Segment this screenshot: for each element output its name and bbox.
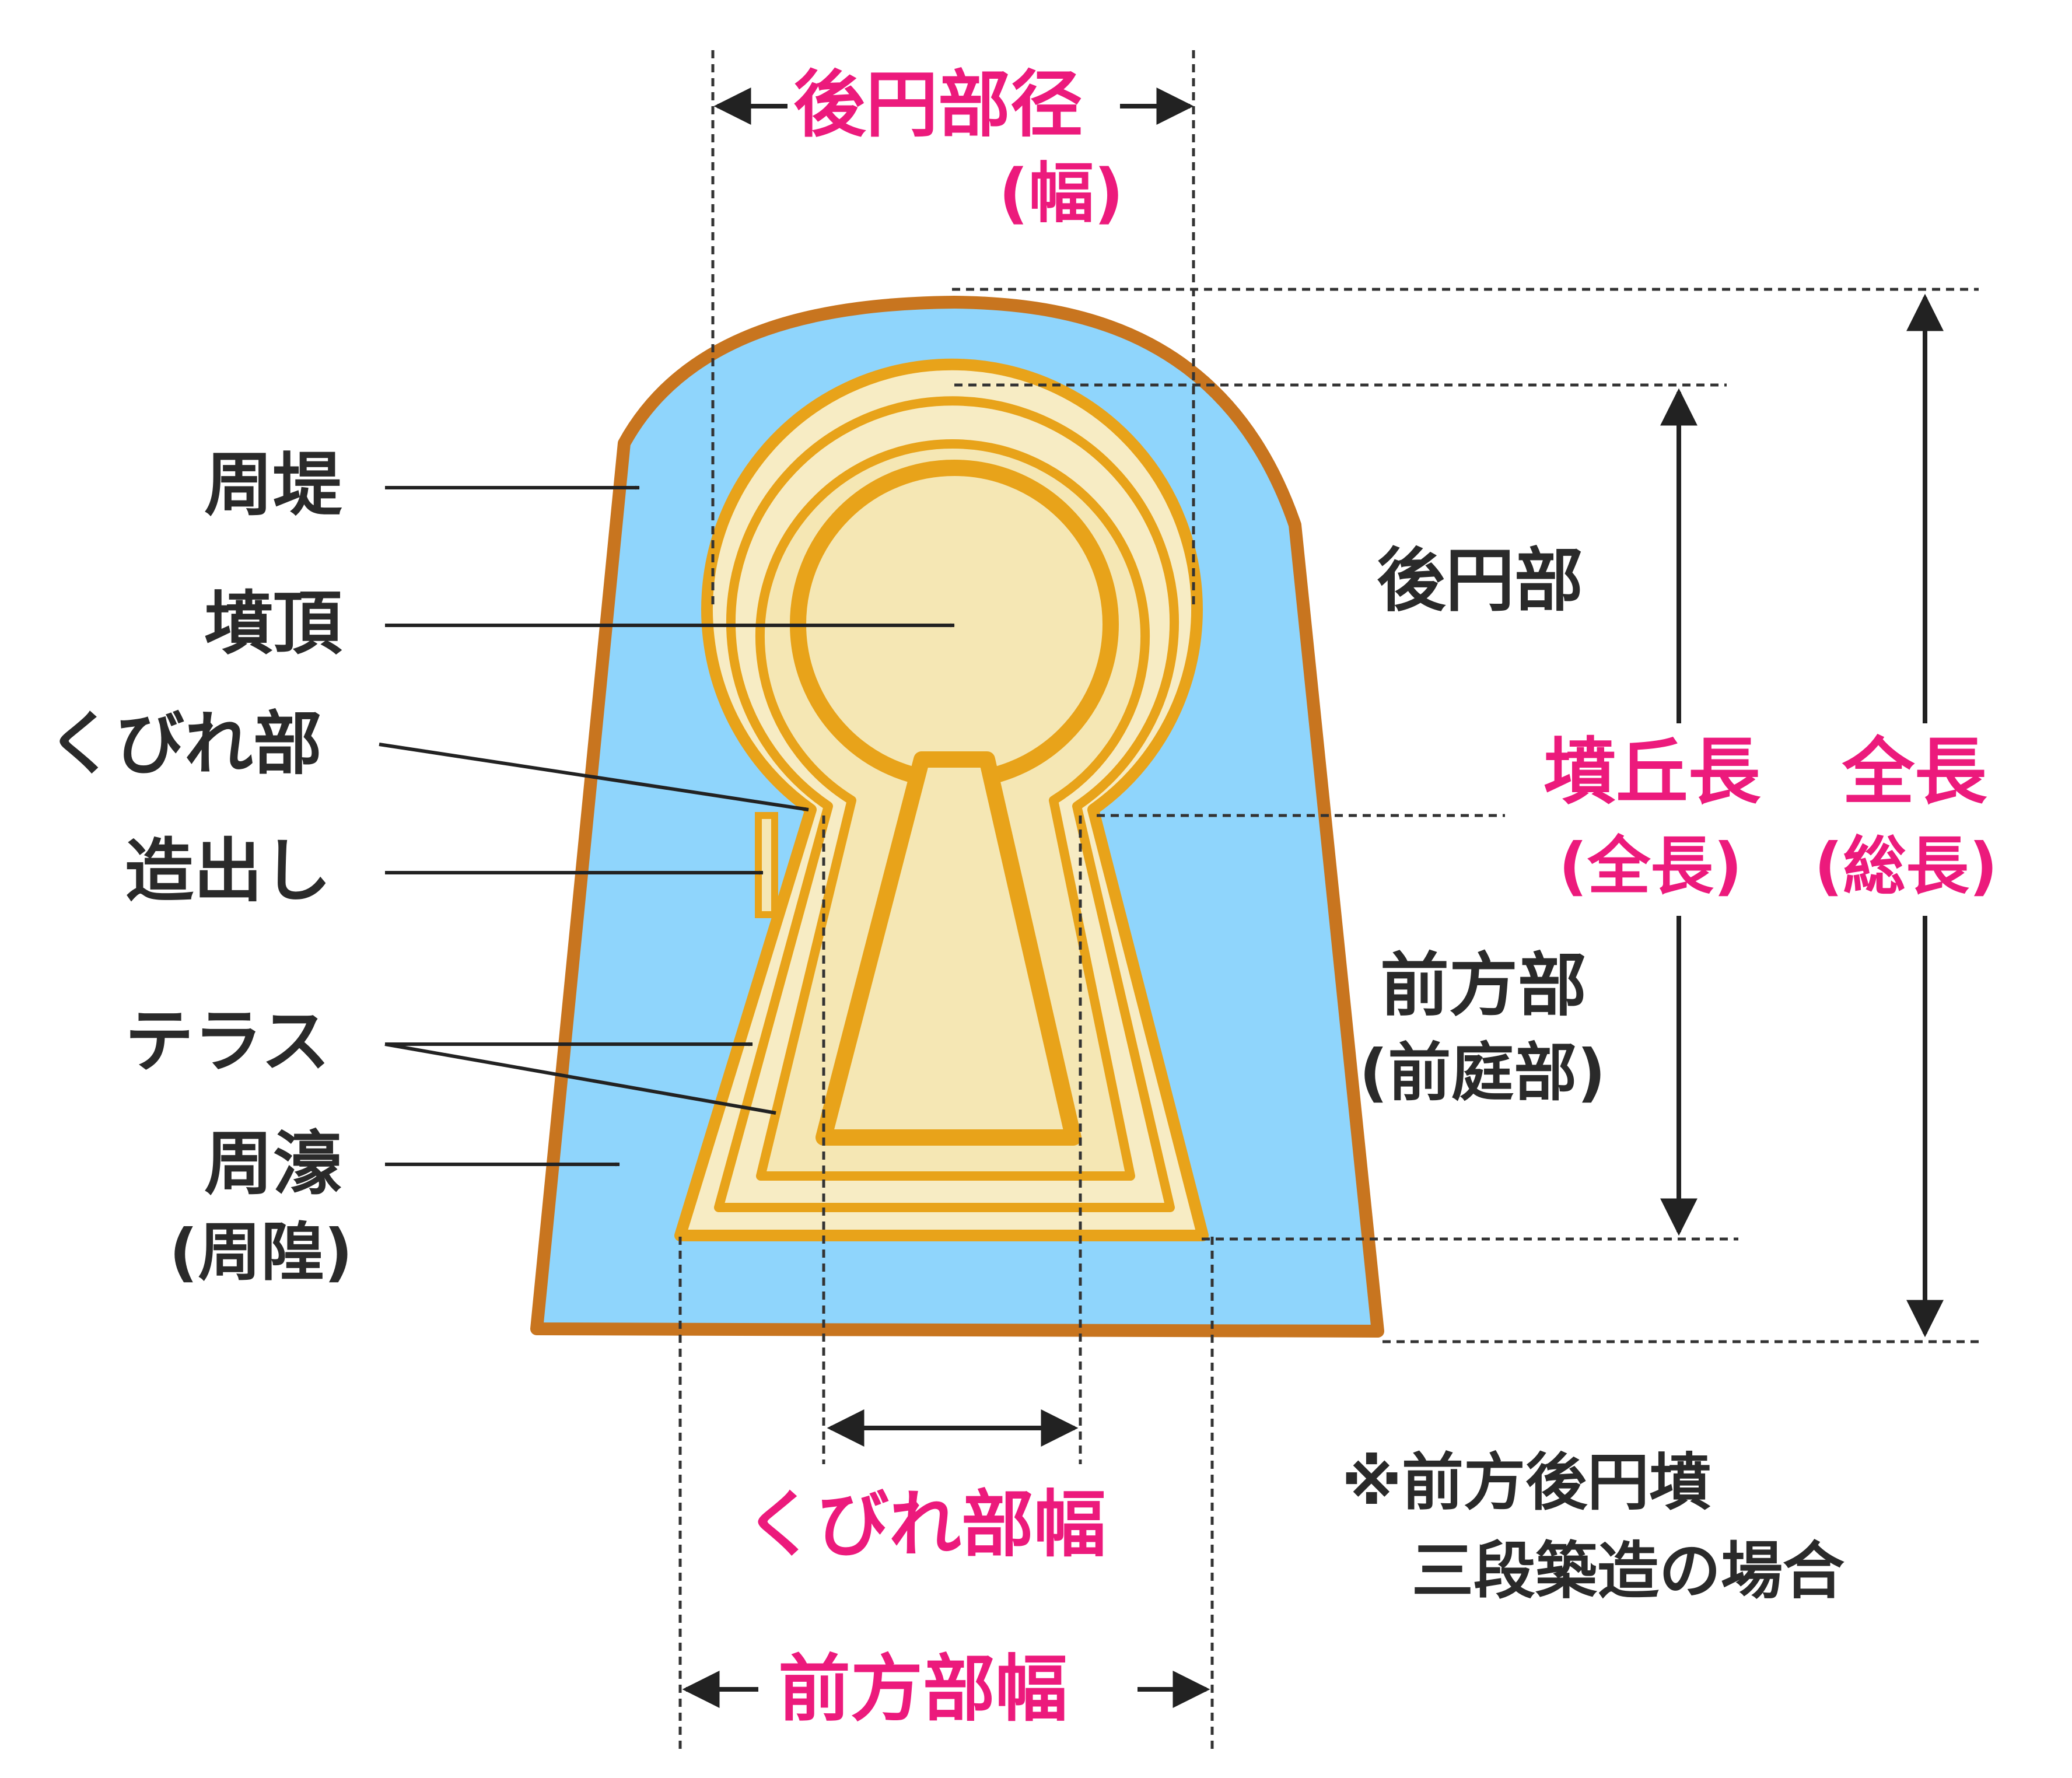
dim-zencho-alt: (総長) <box>1814 830 1998 903</box>
label-funcho: 墳頂 <box>204 583 342 664</box>
dim-zenpobu-haba: 前方部幅 <box>778 1647 1068 1731</box>
leader-arrows <box>379 485 955 1167</box>
label-zenpobu-alt: (前庭部) <box>1359 1037 1606 1110</box>
dimension-arrows <box>682 88 1944 1708</box>
label-shutei: 周堤 <box>204 444 342 525</box>
mound-summit-trapezoid <box>816 751 1082 1146</box>
label-tsukuridashi: 造出し <box>125 831 331 911</box>
dim-funkyucho: 墳丘長 <box>1544 730 1761 814</box>
dim-koenbu-kei: 後円部径 <box>793 63 1083 147</box>
note-line-1: ※前方後円墳 <box>1342 1447 1711 1518</box>
guide-lines <box>678 50 1979 1750</box>
tsukuridashi-shape <box>755 812 778 918</box>
dim-zencho: 全長 <box>1842 730 1987 814</box>
label-koenbu: 後円部 <box>1377 540 1583 621</box>
label-terrace: テラス <box>125 1001 330 1082</box>
label-shugo: 周濠 <box>204 1124 342 1204</box>
label-zenpobu: 前方部 <box>1380 945 1587 1026</box>
dim-koenbu-kei-alt: (幅) <box>999 156 1124 232</box>
dim-funkyucho-alt: (全長) <box>1559 830 1742 903</box>
label-shugo-alt: (周隍) <box>169 1216 353 1289</box>
dim-kubire-haba: くびれ部幅 <box>744 1483 1106 1567</box>
label-kubire: くびれ部 <box>47 704 322 784</box>
note-line-2: 三段築造の場合 <box>1412 1535 1845 1607</box>
